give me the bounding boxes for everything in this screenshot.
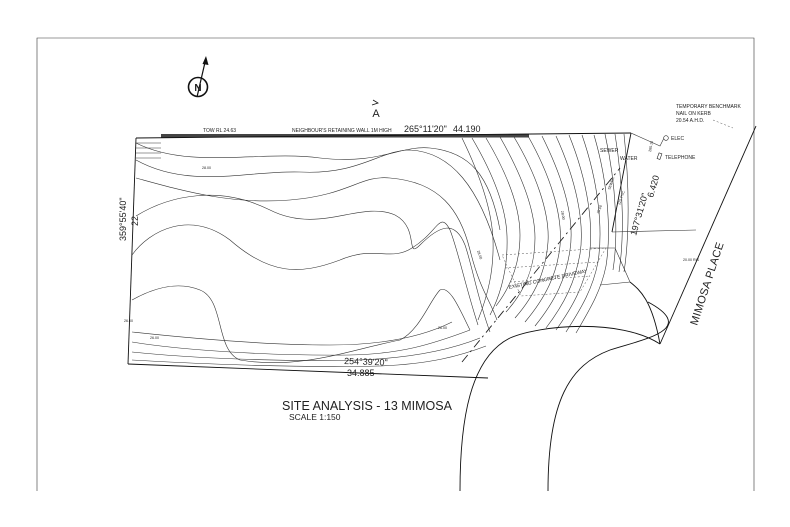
benchmark-leader [712,119,734,129]
north-letter: N [194,83,201,94]
spot-level-note: 20.00 RIS [683,258,700,262]
existing-driveway [501,229,697,297]
contour-label: 28.00 [596,205,603,215]
retaining-wall-description: NEIGHBOUR'S RETAINING WALL 1M HIGH [292,128,392,134]
sheet-border [36,37,755,491]
contour-label: 28.00 [202,166,211,170]
street-name: MIMOSA PLACE [688,241,726,327]
top-boundary-bearing: 265°11'20" [404,124,447,134]
water-label: WATER [620,156,638,162]
top-right-level-note: 265.15 [648,141,654,153]
bottom-boundary-length: 34.885 [347,368,375,378]
retaining-wall-tow: TOW RL 24.63 [203,128,236,134]
drawing-scale: SCALE 1:150 [289,412,341,422]
contour-label: 28.00 [476,250,483,260]
site-boundary [127,132,665,379]
contour-label: 26.00 [438,326,447,330]
sewer-line [461,167,621,363]
bottom-boundary-bearing: 254°39'20" [344,356,388,368]
section-marker-label: A [372,108,380,120]
sewer-pipe-note: SEWER [607,176,615,190]
north-arrow-icon [187,56,209,98]
elec-label: ELEC [671,136,684,142]
contour-label: 26.00 [150,336,159,340]
benchmark-line-2: NAIL ON KERB [676,111,711,117]
benchmark-line-3: 20.54 A.H.D. [676,118,704,124]
contour-label: 28.00 [560,210,566,220]
benchmark-line-1: TEMPORARY BENCHMARK [676,104,741,110]
left-boundary-bearing: 359°55'40" [118,197,128,241]
left-boundary-length: 22 [130,216,140,226]
road-kerb [459,125,757,492]
right-boundary-length: 6.420 [645,174,661,198]
section-marker [371,99,379,106]
sewer-label: SEWER [600,148,619,154]
right-boundary-bearing: 197°31'20" [628,192,650,237]
telephone-pit-icon [656,152,663,160]
sewer-pit-note: 225 PVC [617,190,626,205]
top-boundary-length: 44.190 [453,124,481,134]
telephone-label: TELEPHONE [665,155,696,161]
contour-label: 26.00 [124,319,133,323]
elec-pit-icon [663,135,669,141]
contour-lines [131,133,629,367]
drawing-title: SITE ANALYSIS - 13 MIMOSA [282,399,453,413]
